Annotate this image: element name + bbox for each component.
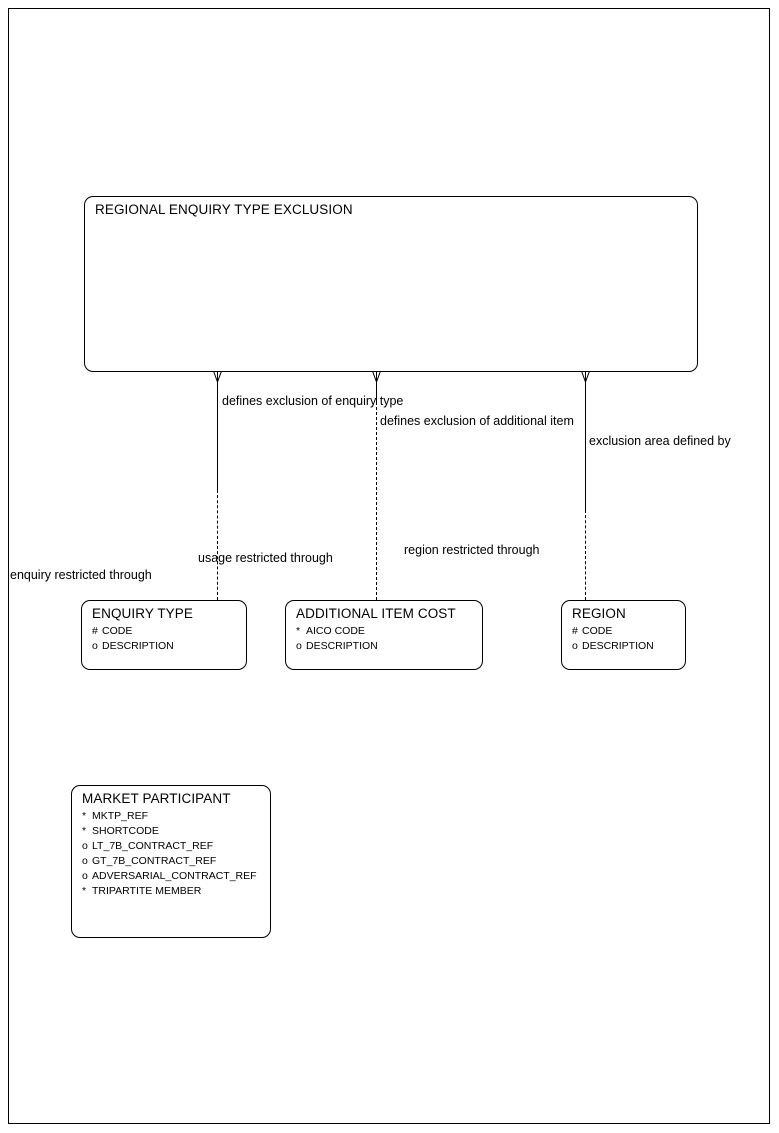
attribute-name: GT_7B_CONTRACT_REF bbox=[92, 855, 217, 867]
relationship-line-additional-item-cost-dashed bbox=[376, 402, 377, 600]
relationship-line-enquiry-type-dashed bbox=[217, 490, 218, 600]
attribute-marker: o bbox=[572, 640, 578, 652]
relationship-label-usage-restricted-through: usage restricted through bbox=[198, 551, 333, 565]
attribute-marker: o bbox=[82, 870, 88, 882]
entity-regional-enquiry-type-exclusion[interactable]: REGIONAL ENQUIRY TYPE EXCLUSION bbox=[84, 196, 698, 372]
attribute-row: o LT_7B_CONTRACT_REF bbox=[82, 839, 257, 854]
attribute-list: * MKTP_REF * SHORTCODE o LT_7B_CONTRACT_REF… bbox=[82, 809, 257, 899]
attribute-name: SHORTCODE bbox=[92, 825, 159, 837]
entity-title: ADDITIONAL ITEM COST bbox=[296, 606, 456, 621]
attribute-marker: # bbox=[572, 625, 578, 637]
attribute-row: * TRIPARTITE MEMBER bbox=[82, 884, 257, 899]
attribute-name: LT_7B_CONTRACT_REF bbox=[92, 840, 214, 852]
attribute-marker: * bbox=[82, 825, 87, 837]
entity-title: REGION bbox=[572, 606, 626, 621]
entity-title: ENQUIRY TYPE bbox=[92, 606, 193, 621]
entity-title: MARKET PARTICIPANT bbox=[82, 791, 231, 806]
attribute-marker: * bbox=[82, 810, 87, 822]
attribute-row: # CODE bbox=[92, 624, 174, 639]
relationship-label-defines-exclusion-of-additional-item: defines exclusion of additional item bbox=[380, 414, 574, 428]
attribute-list: # CODE o DESCRIPTION bbox=[572, 624, 654, 654]
relationship-line-region-solid bbox=[585, 376, 586, 510]
entity-additional-item-cost[interactable]: ADDITIONAL ITEM COST * AICO CODE o DESCRIP… bbox=[285, 600, 483, 670]
attribute-row: o ADVERSARIAL_CONTRACT_REF bbox=[82, 869, 257, 884]
attribute-marker: # bbox=[92, 625, 98, 637]
attribute-marker: o bbox=[82, 855, 88, 867]
attribute-name: MKTP_REF bbox=[92, 810, 149, 822]
attribute-name: CODE bbox=[582, 625, 613, 637]
entity-market-participant[interactable]: MARKET PARTICIPANT * MKTP_REF * SHORTCODE … bbox=[71, 785, 271, 938]
attribute-name: DESCRIPTION bbox=[306, 640, 378, 652]
attribute-list: * AICO CODE o DESCRIPTION bbox=[296, 624, 378, 654]
attribute-row: o DESCRIPTION bbox=[572, 639, 654, 654]
relationship-line-region-dashed bbox=[585, 510, 586, 600]
attribute-marker: * bbox=[82, 885, 87, 897]
attribute-name: TRIPARTITE MEMBER bbox=[92, 885, 202, 897]
attribute-name: DESCRIPTION bbox=[102, 640, 174, 652]
relationship-line-enquiry-type-solid bbox=[217, 376, 218, 490]
attribute-row: # CODE bbox=[572, 624, 654, 639]
attribute-name: DESCRIPTION bbox=[582, 640, 654, 652]
attribute-name: ADVERSARIAL_CONTRACT_REF bbox=[92, 870, 257, 882]
page-border bbox=[8, 8, 770, 1124]
attribute-marker: o bbox=[92, 640, 98, 652]
attribute-row: o DESCRIPTION bbox=[92, 639, 174, 654]
relationship-label-defines-exclusion-of-enquiry-type: defines exclusion of enquiry type bbox=[222, 394, 404, 408]
attribute-list: # CODE o DESCRIPTION bbox=[92, 624, 174, 654]
attribute-marker: o bbox=[82, 840, 88, 852]
attribute-row: o GT_7B_CONTRACT_REF bbox=[82, 854, 257, 869]
relationship-label-enquiry-restricted-through: enquiry restricted through bbox=[10, 568, 152, 582]
attribute-marker: o bbox=[296, 640, 302, 652]
attribute-name: AICO CODE bbox=[306, 625, 365, 637]
entity-enquiry-type[interactable]: ENQUIRY TYPE # CODE o DESCRIPTION bbox=[81, 600, 247, 670]
attribute-row: * MKTP_REF bbox=[82, 809, 257, 824]
entity-region[interactable]: REGION # CODE o DESCRIPTION bbox=[561, 600, 686, 670]
relationship-label-region-restricted-through: region restricted through bbox=[404, 543, 540, 557]
attribute-row: o DESCRIPTION bbox=[296, 639, 378, 654]
entity-title: REGIONAL ENQUIRY TYPE EXCLUSION bbox=[95, 202, 353, 217]
attribute-marker: * bbox=[296, 625, 301, 637]
attribute-name: CODE bbox=[102, 625, 133, 637]
relationship-label-exclusion-area-defined-by: exclusion area defined by bbox=[589, 434, 731, 448]
attribute-row: * SHORTCODE bbox=[82, 824, 257, 839]
relationship-line-additional-item-cost-solid bbox=[376, 376, 377, 402]
attribute-row: * AICO CODE bbox=[296, 624, 378, 639]
